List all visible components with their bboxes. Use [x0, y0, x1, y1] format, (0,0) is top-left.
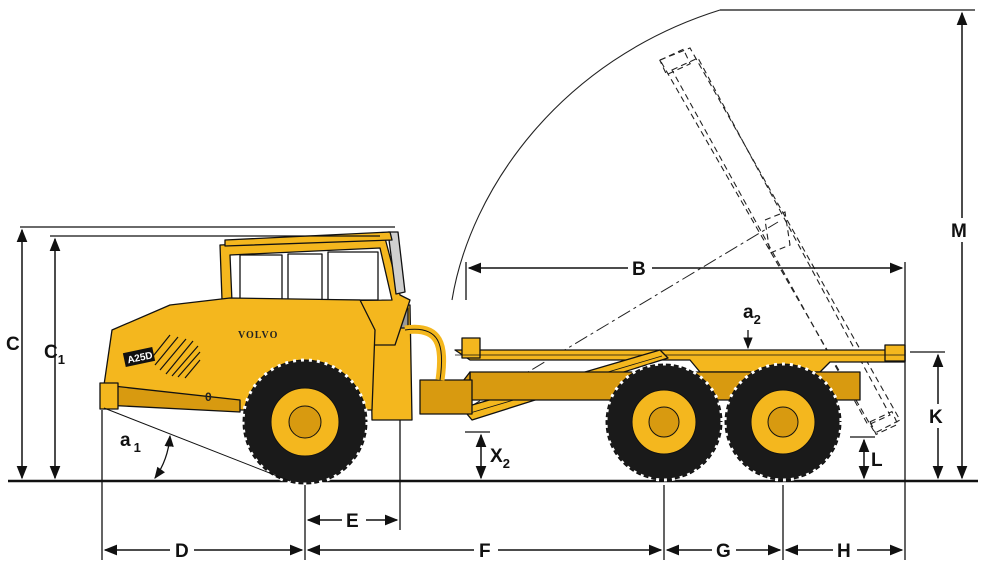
dim-label-E: E: [342, 508, 366, 532]
dim-label-F: F: [474, 538, 498, 562]
dim-label-K: K: [926, 404, 950, 428]
dim-label-X2: X2: [490, 446, 510, 471]
svg-text:K: K: [929, 407, 943, 428]
angle-a1-arc: [154, 434, 174, 479]
model-badge-plate: [122, 347, 156, 367]
svg-text:a2: a2: [743, 302, 761, 327]
svg-text:F: F: [479, 541, 491, 562]
approach-angle-line: [103, 407, 291, 482]
raised-body-outline: [659, 47, 901, 436]
dim-label-C: C: [6, 334, 20, 355]
dim-label-M: M: [948, 218, 976, 242]
svg-text:X2: X2: [490, 446, 510, 471]
svg-text:B: B: [632, 259, 646, 280]
dim-label-C1: C1: [44, 342, 65, 367]
svg-text:a1: a1: [120, 430, 141, 455]
svg-text:H: H: [837, 541, 851, 562]
svg-text:D: D: [175, 541, 189, 562]
svg-text:G: G: [716, 541, 731, 562]
dim-label-a2: a2: [743, 302, 761, 327]
svg-text:L: L: [871, 450, 883, 471]
brand-logo: VOLVO: [238, 330, 278, 341]
dim-label-L: L: [871, 450, 883, 471]
model-badge: A25D: [126, 350, 153, 366]
svg-text:C: C: [6, 334, 20, 355]
panel-mark: 0: [205, 390, 212, 404]
svg-text:M: M: [951, 221, 967, 242]
svg-text:C1: C1: [44, 342, 65, 367]
tipping-arc: [451, 9, 721, 301]
middle-wheel: [604, 362, 724, 482]
front-wheel: [241, 358, 369, 486]
dim-label-G: G: [712, 538, 736, 562]
svg-text:E: E: [346, 511, 359, 532]
dim-label-H: H: [833, 538, 857, 562]
dim-label-D: D: [170, 538, 194, 562]
dim-label-B: B: [628, 256, 652, 280]
rear-wheel: [723, 362, 843, 482]
